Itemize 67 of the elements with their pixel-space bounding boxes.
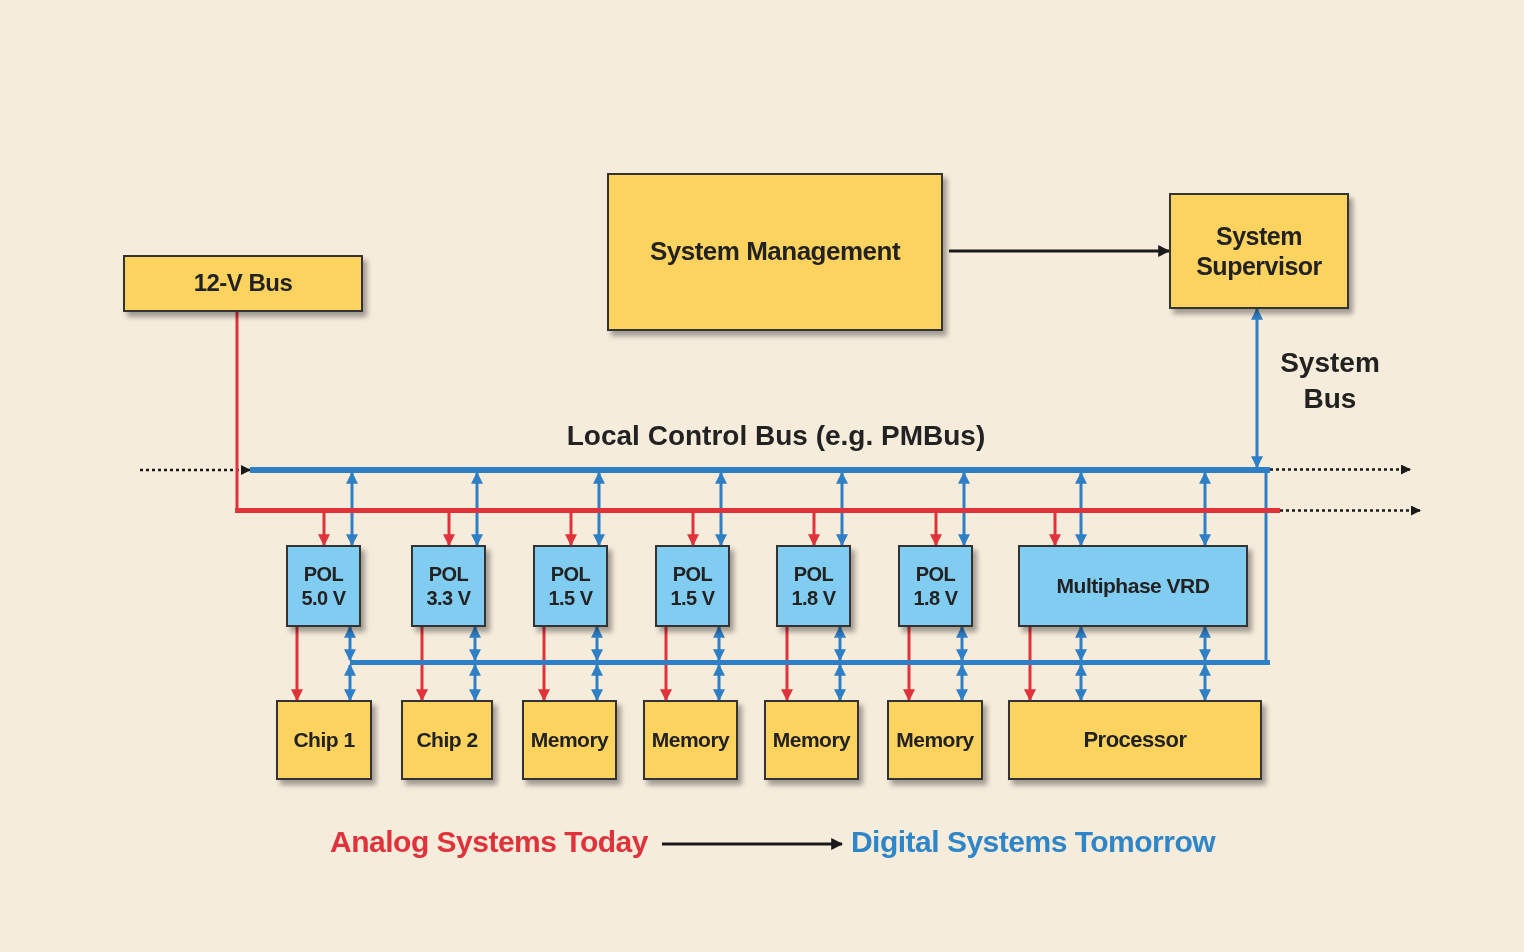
bus-label: Local Control Bus (e.g. PMBus) <box>565 420 987 452</box>
caption-text: Analog Systems Today <box>322 822 656 862</box>
regulator-box: POL 3.3 V <box>411 545 486 627</box>
chip-box: Chip 1 <box>276 700 372 780</box>
regulator-box: POL 5.0 V <box>286 545 361 627</box>
arrow <box>1199 663 1211 702</box>
caption-text: Digital Systems Tomorrow <box>842 822 1224 862</box>
regulator-box: POL 1.8 V <box>898 545 973 627</box>
arrow <box>565 513 577 547</box>
regulator-box: POL 1.8 V <box>776 545 851 627</box>
arrow <box>713 663 725 702</box>
memory-box: Memory <box>643 700 738 780</box>
regulator-box: Multiphase VRD <box>1018 545 1248 627</box>
management-box: System Management <box>607 173 943 331</box>
arrow <box>956 663 968 702</box>
arrow <box>713 625 725 662</box>
arrow <box>443 513 455 547</box>
arrow <box>1280 505 1421 516</box>
connector-line <box>235 312 239 508</box>
arrow <box>660 627 672 702</box>
arrow <box>808 513 820 547</box>
arrow <box>1049 513 1061 547</box>
arrow <box>591 663 603 702</box>
arrow <box>687 513 699 547</box>
arrow <box>591 625 603 662</box>
arrow <box>346 471 358 547</box>
arrow <box>958 471 970 547</box>
arrow <box>1199 471 1211 547</box>
memory-box: Memory <box>764 700 859 780</box>
arrow <box>471 471 483 547</box>
arrow <box>593 471 605 547</box>
supervisor-box: System Supervisor <box>1169 193 1349 309</box>
arrow <box>836 471 848 547</box>
regulator-box: POL 1.5 V <box>533 545 608 627</box>
arrow <box>1251 307 1263 469</box>
arrow <box>1199 625 1211 662</box>
arrow <box>416 627 428 702</box>
arrow <box>903 627 915 702</box>
arrow <box>949 245 1171 257</box>
arrow <box>291 627 303 702</box>
connector-line <box>1264 473 1268 660</box>
arrow <box>781 627 793 702</box>
regulator-box: POL 1.5 V <box>655 545 730 627</box>
arrow <box>956 625 968 662</box>
arrow <box>834 625 846 662</box>
arrow <box>469 625 481 662</box>
arrow <box>1075 471 1087 547</box>
arrow <box>318 513 330 547</box>
chip-box: Chip 2 <box>401 700 493 780</box>
memory-box: Memory <box>522 700 617 780</box>
arrow <box>1024 627 1036 702</box>
arrow <box>344 663 356 702</box>
arrow <box>930 513 942 547</box>
arrow <box>662 838 844 850</box>
arrow <box>1270 464 1411 475</box>
processor-box: Processor <box>1008 700 1262 780</box>
edge-label: System Bus <box>1279 346 1381 417</box>
bus-source-box: 12-V Bus <box>123 255 363 312</box>
arrow <box>140 465 251 475</box>
arrow <box>715 471 727 547</box>
arrow <box>344 625 356 662</box>
arrow <box>469 663 481 702</box>
arrow <box>1075 625 1087 662</box>
arrow <box>1075 663 1087 702</box>
arrow <box>834 663 846 702</box>
arrow <box>538 627 550 702</box>
memory-box: Memory <box>887 700 983 780</box>
